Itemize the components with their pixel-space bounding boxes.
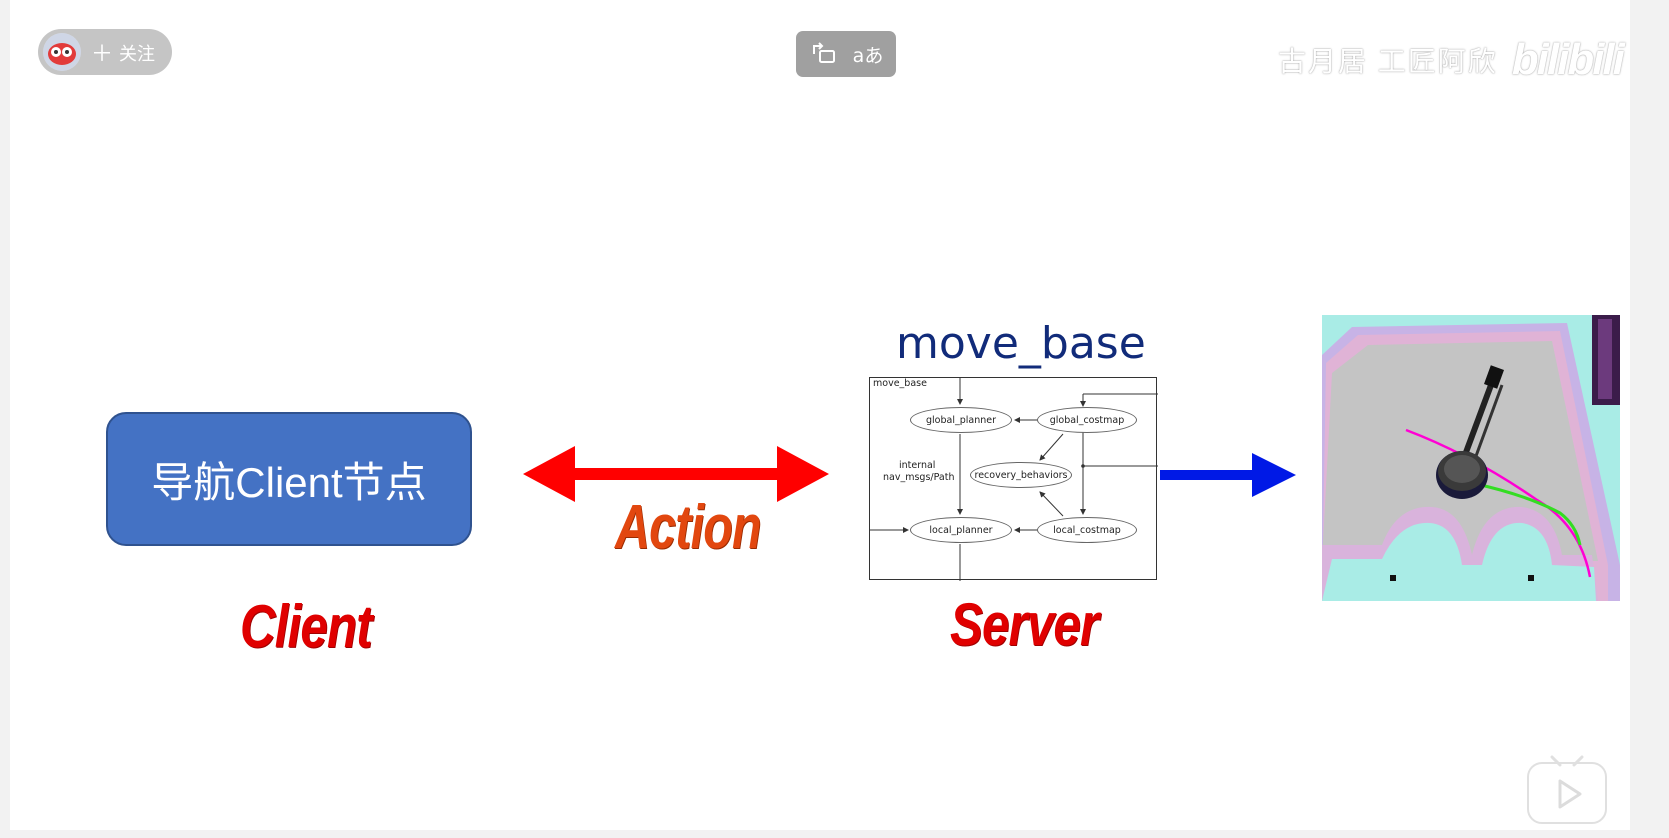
follow-label: ＋关注 (91, 41, 156, 66)
nav-client-node-box: 导航Client节点 (106, 412, 472, 546)
screen-rotate-button[interactable] (804, 36, 844, 72)
channel-watermark: 古月居 工匠阿欣 bilibili (1278, 34, 1648, 86)
screen-rotate-icon (813, 42, 835, 63)
move-base-diagram: move_base internal nav_msgs/Path global_… (869, 377, 1158, 581)
bilibili-logo: bilibili (1511, 35, 1625, 84)
node-local-planner: local_planner (910, 517, 1012, 543)
translate-button[interactable]: aあ (848, 36, 888, 72)
play-icon (1527, 755, 1607, 824)
player-tool-group: aあ (796, 31, 896, 77)
watermark-text: 古月居 工匠阿欣 (1278, 46, 1498, 77)
video-frame: ＋关注 aあ 古月居 工匠阿欣 bilibili 导航Client节点 Clie… (10, 0, 1630, 830)
robot-navigation-map (1322, 315, 1620, 601)
node-global-costmap: global_costmap (1037, 407, 1137, 433)
node-local-costmap: local_costmap (1037, 517, 1137, 543)
diagram-side-label-1: internal (899, 460, 936, 471)
server-caption: Server (950, 591, 1099, 658)
node-recovery-behaviors: recovery_behaviors (970, 462, 1072, 488)
follow-button[interactable]: ＋关注 (38, 29, 172, 75)
server-title: move_base (896, 318, 1146, 369)
uploader-avatar[interactable] (43, 33, 81, 71)
action-double-arrow (523, 446, 829, 502)
action-caption: Action (615, 493, 762, 562)
diagram-side-label-2: nav_msgs/Path (883, 472, 955, 483)
client-caption: Client (240, 593, 373, 660)
client-box-label: 导航Client节点 (151, 458, 427, 506)
play-button[interactable] (1526, 755, 1608, 825)
node-global-planner: global_planner (910, 407, 1012, 433)
translate-icon: aあ (852, 44, 884, 67)
blue-right-arrow (1160, 453, 1296, 497)
diagram-frame-label: move_base (873, 378, 927, 389)
